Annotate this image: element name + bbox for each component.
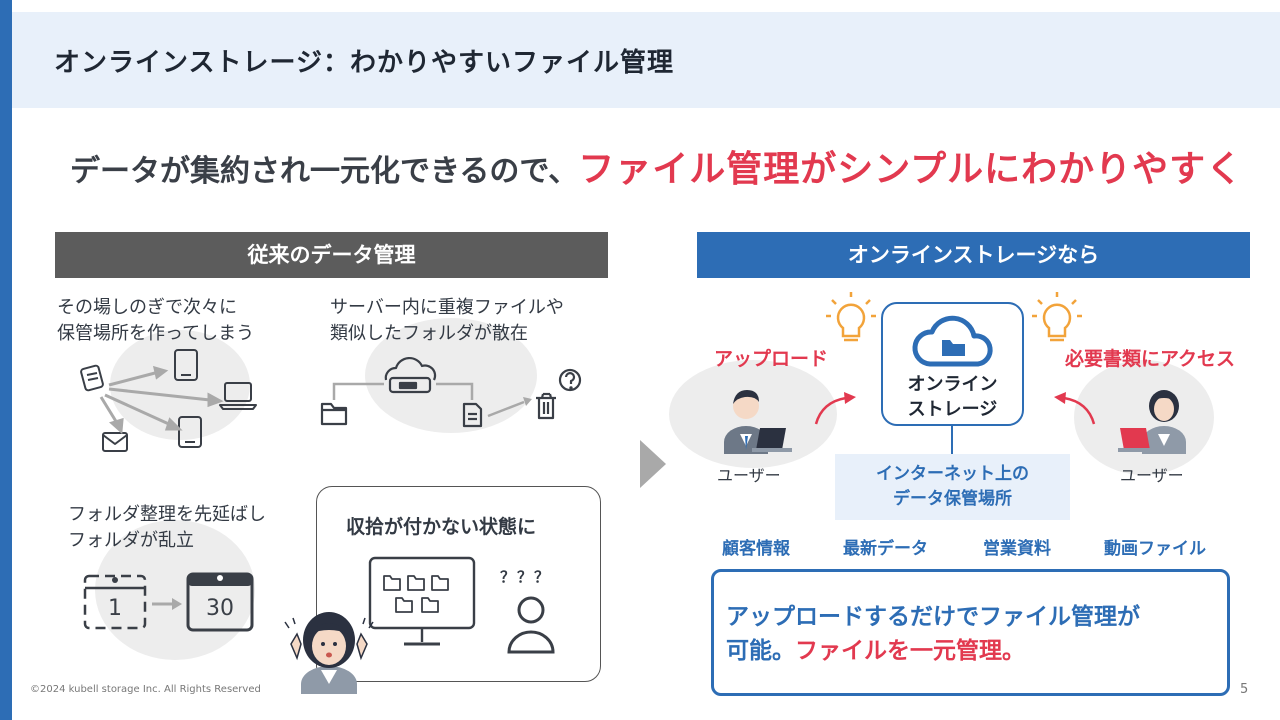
internet-storage-label: インターネット上の データ保管場所 [876,464,1029,509]
upload-arrow [814,392,856,425]
laptop-icon [219,382,257,410]
access-arrow [1054,392,1096,425]
traditional-header: 従来のデータ管理 [55,232,608,278]
notepad-icon [80,364,104,392]
category-customer-info: 顧客情報 [722,539,790,559]
server-illustration [320,356,582,428]
monitor-folders-icon [368,556,476,646]
woman-laptop-illustration [1118,390,1186,454]
note-storage: その場しのぎで次々に 保管場所を作ってしまう [57,297,255,344]
lightbulb-icon [826,292,876,342]
slide-title: オンラインストレージ：わかりやすいファイル管理 [54,48,674,78]
internet-storage-box [835,454,1070,520]
surprised-woman-illustration [284,612,374,694]
category-video-files: 動画ファイル [1104,539,1206,559]
man-laptop-illustration [724,390,792,454]
calendar-icon [186,572,254,632]
category-latest-data: 最新データ [843,539,928,559]
cloud-server-icon [384,356,437,394]
category-sales-materials: 営業資料 [983,539,1051,559]
next-arrow [640,440,666,488]
user-label-right: ユーザー [1120,466,1184,485]
left-accent-strip [0,0,12,720]
connector-line [951,426,953,454]
calendar-dashed-icon [83,574,147,630]
upload-label: アップロード [714,348,829,370]
headline-highlight: ファイル管理がシンプルにわかりやすく [578,149,1244,190]
title-band [12,12,1280,108]
document-icon [462,402,483,428]
online-storage-label: オンライン ストレージ [907,374,998,420]
question-icon [558,368,582,392]
user-label-left: ユーザー [717,466,781,485]
cloud-folder-icon [912,315,993,367]
tablet-icon [178,416,202,448]
headline-prefix: データが集約され一元化できるので、 [70,154,579,189]
calendar-from-day: 1 [108,596,122,621]
question-marks: ？？？ [500,568,552,586]
note-postpone: フォルダ整理を先延ばし フォルダが乱立 [68,504,266,551]
trash-icon [536,392,556,420]
folder-icon [320,402,348,426]
tablet-icon [174,349,198,381]
page-number: 5 [1240,682,1249,697]
note-duplicates: サーバー内に重複ファイルや 類似したフォルダが散在 [330,297,564,344]
headline: データが集約され一元化できるので、ファイル管理がシンプルにわかりやすく [70,140,1250,192]
person-icon [507,596,555,654]
result-box [711,569,1230,696]
lightbulb-icon [1032,292,1082,342]
online-storage-header: オンラインストレージなら [697,232,1250,278]
calendar-to-day: 30 [206,596,234,621]
access-label: 必要書類にアクセス [1065,348,1236,370]
blob-bg [365,318,537,433]
copyright-footer: ©2024 kubell storage Inc. All Rights Res… [30,684,261,695]
chaos-card-title: 収拾が付かない状態に [346,516,537,538]
mail-icon [102,432,128,452]
blob-bg [95,520,255,660]
scattered-devices-illustration [80,349,257,452]
result-text: アップロードするだけでファイル管理が 可能。ファイルを一元管理。 [726,604,1140,664]
blob-bg [1074,360,1214,475]
calendar-arrow [152,598,182,610]
